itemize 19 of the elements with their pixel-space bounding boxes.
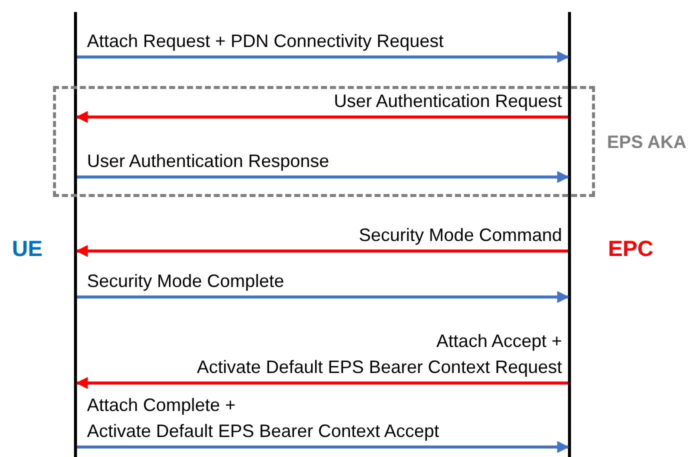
- message-arrow: [76, 245, 568, 257]
- participant-label: UE: [12, 235, 43, 263]
- edge-label: User Authentication Request: [334, 90, 562, 113]
- message-arrow: [77, 441, 570, 453]
- message-arrow: [76, 377, 568, 389]
- message-arrow: [77, 291, 570, 303]
- message-arrow: [77, 51, 570, 63]
- group-label: EPS AKA: [607, 131, 686, 154]
- edge-label: Attach Request + PDN Connectivity Request: [87, 30, 444, 53]
- edge-label: Security Mode Complete: [87, 270, 284, 293]
- lifeline: [74, 12, 77, 457]
- lifeline: [568, 12, 571, 457]
- message-arrow: [77, 171, 570, 183]
- participant-label: EPC: [608, 235, 654, 263]
- message-arrow: [76, 111, 568, 123]
- edge-label: Security Mode Command: [358, 224, 562, 247]
- edge-label: User Authentication Response: [87, 150, 330, 173]
- edge-label: Attach Complete + Activate Default EPS Bearer Context Accept: [87, 394, 440, 443]
- edge-label: Attach Accept + Activate Default EPS Bearer Context Request: [196, 330, 562, 379]
